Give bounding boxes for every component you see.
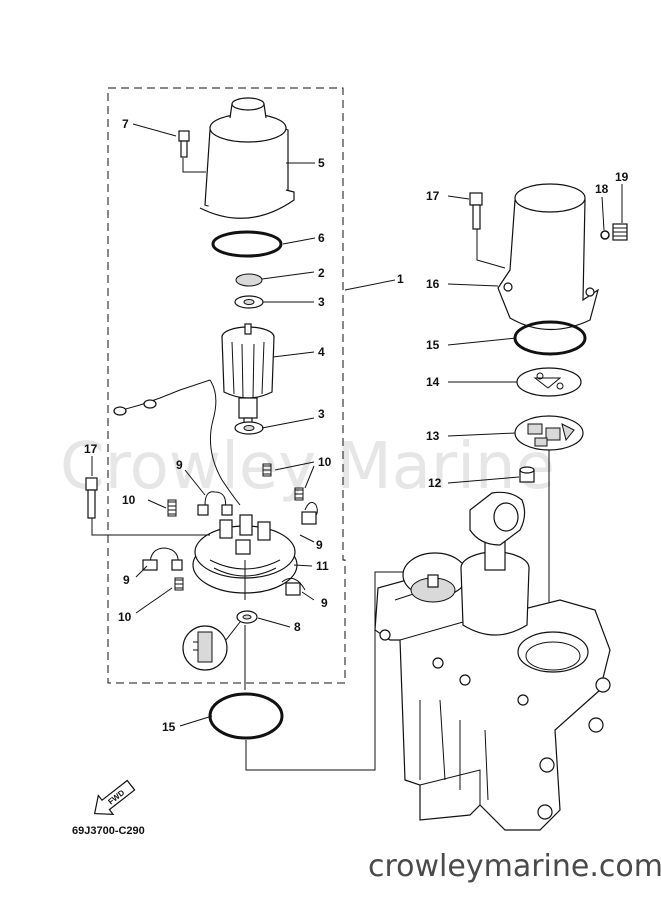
callout-3-top: 3 — [318, 295, 325, 309]
callout-10-b: 10 — [122, 493, 136, 507]
callout-14: 14 — [426, 375, 440, 389]
callout-9-d: 9 — [321, 596, 328, 610]
bearing-3-top — [234, 295, 264, 309]
detail-inset — [182, 625, 228, 671]
callout-5: 5 — [318, 156, 325, 170]
callout-16: 16 — [426, 277, 440, 291]
armature-4 — [221, 323, 275, 429]
o-ring-6 — [211, 230, 283, 258]
callout-9-b: 9 — [316, 538, 323, 552]
o-ring-18 — [600, 230, 610, 240]
callout-4: 4 — [318, 345, 325, 359]
callout-19: 19 — [615, 170, 629, 184]
screw-17-left — [85, 477, 98, 519]
wire-lead — [113, 379, 241, 506]
callout-6: 6 — [318, 231, 325, 245]
callout-17-right: 17 — [426, 189, 440, 203]
brush-9-c — [142, 547, 183, 571]
valve-12 — [519, 466, 535, 483]
callout-15-top: 15 — [426, 338, 440, 352]
watermark-text: Crowley Marine — [60, 430, 555, 504]
bushing-8 — [236, 610, 258, 624]
plate-14 — [516, 367, 582, 397]
callout-10-c: 10 — [118, 610, 132, 624]
callout-9-a: 9 — [176, 458, 183, 472]
assembly-box — [107, 87, 346, 684]
brush-9-b — [301, 501, 318, 525]
tilt-cylinder-body — [374, 491, 611, 831]
leader-lines — [91, 123, 623, 727]
o-ring-15-bottom — [208, 692, 284, 740]
callout-13: 13 — [426, 429, 440, 443]
filter-13 — [514, 415, 584, 451]
callout-10-a: 10 — [318, 455, 332, 469]
spring-10-c — [174, 577, 184, 591]
callout-2: 2 — [318, 266, 325, 280]
spring-10-a — [167, 499, 177, 517]
screw-17-right — [469, 192, 483, 230]
fwd-arrow-icon: FWD — [93, 779, 136, 816]
motor-housing — [199, 97, 295, 219]
callout-12: 12 — [428, 476, 442, 490]
tank-16 — [497, 183, 599, 331]
callout-11: 11 — [316, 559, 329, 573]
callout-numbers: 1 2 3 3 4 5 6 7 8 9 9 9 9 10 10 10 11 12… — [84, 117, 629, 734]
callout-8: 8 — [294, 620, 301, 634]
screw-7 — [178, 130, 190, 158]
callout-15-bottom: 15 — [162, 720, 176, 734]
callout-1: 1 — [397, 272, 404, 286]
diagram-code: 69J3700-C290 — [72, 825, 145, 837]
callout-9-c: 9 — [123, 573, 130, 587]
callout-18: 18 — [595, 182, 609, 196]
callout-17-left: 17 — [84, 442, 98, 456]
callout-7: 7 — [122, 117, 129, 131]
bearing-3-bottom — [234, 421, 264, 435]
brush-9-a — [197, 491, 233, 516]
plug-19 — [612, 223, 628, 241]
brush-9-d — [281, 577, 306, 596]
callout-3-bottom: 3 — [318, 407, 325, 421]
washer-2 — [235, 273, 263, 287]
site-footer: crowleymarine.com — [368, 849, 661, 884]
spring-10-b — [262, 463, 304, 501]
